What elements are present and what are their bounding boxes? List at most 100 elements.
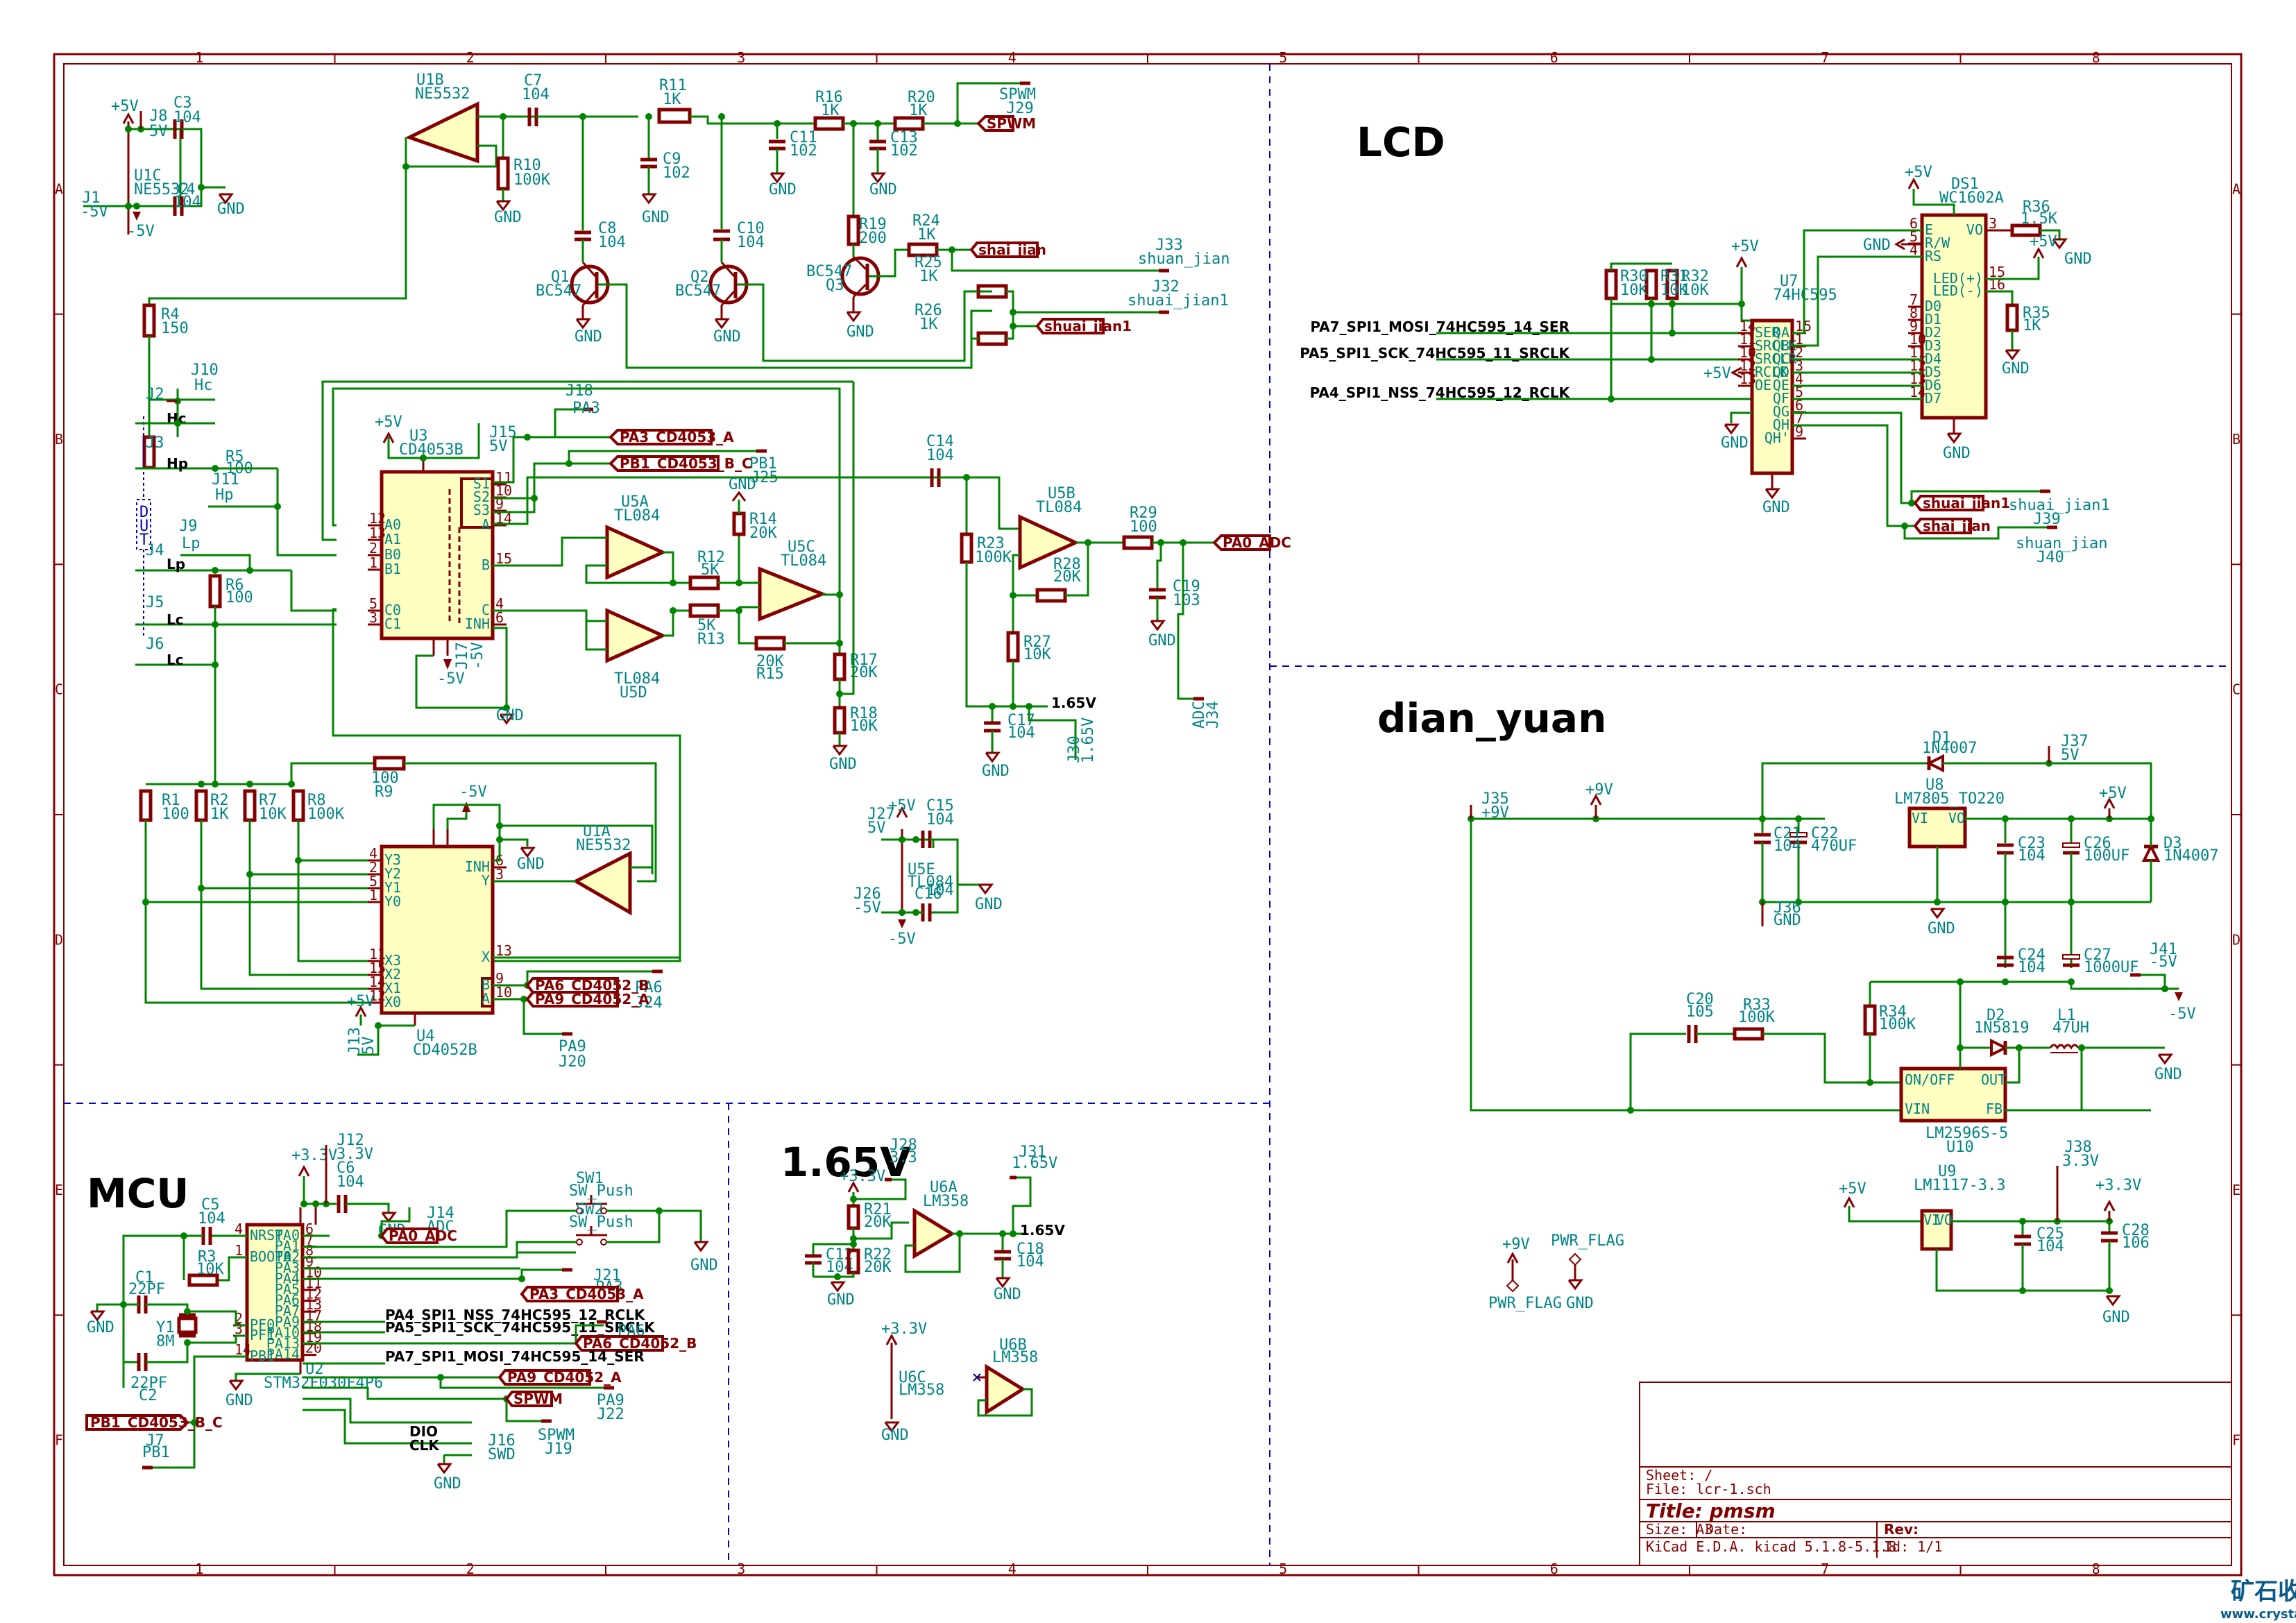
u1c-val: NE5532 <box>134 181 189 198</box>
ic-pin-number: 2 <box>369 540 377 556</box>
j4-ref: J4 <box>146 542 164 559</box>
ic-pin-number: 7 <box>1910 291 1918 308</box>
gnd-r22: GND <box>827 1291 855 1309</box>
r3-val: 10K <box>196 1261 224 1278</box>
r24-val: 1K <box>917 226 936 244</box>
global-label-shai-jian-lcd[interactable]: shai_jian <box>1913 518 1991 534</box>
u5b-val: TL084 <box>1036 499 1082 516</box>
global-label-pa6-cd4052-b-mcu[interactable]: PA6_CD4052_B <box>574 1335 697 1352</box>
r17-ref: R17 <box>850 652 878 669</box>
ic-pin-number: 1 <box>369 887 377 903</box>
ic-pin-number: 6 <box>1910 215 1918 232</box>
j16-val: SWD <box>488 1446 516 1463</box>
r28-ref: R28 <box>1053 556 1081 573</box>
ds1-p5v: +5V <box>1905 164 1932 181</box>
ic-pin-name: LED(-) <box>1933 282 1983 299</box>
j39-val: shuai_jian1 <box>2009 497 2110 514</box>
gnd-swd: GND <box>434 1475 461 1493</box>
r7-ref: R7 <box>259 792 278 809</box>
u5-amps: U5A TL084 R12 5K TL084 U5D 5K R13 U5C TL… <box>493 476 878 773</box>
c23-ref: C23 <box>2018 835 2046 852</box>
u5c-ref: U5C <box>788 538 815 556</box>
u6b-ref: U6B <box>999 1336 1027 1354</box>
ic-pin-name: B1 <box>384 561 401 577</box>
u8-val: LM7805_TO220 <box>1894 790 2005 808</box>
ic-pin-number: 11 <box>1740 331 1756 348</box>
ic-pin-number: 1 <box>1795 331 1803 348</box>
u9-p5v: +5V <box>1839 1180 1866 1198</box>
gnd-c17: GND <box>982 763 1010 780</box>
j22-val: PA9 <box>597 1392 624 1409</box>
j7-val: PB1 <box>142 1444 170 1461</box>
global-label-pa0-adc-1[interactable]: PA0_ADC <box>1212 534 1291 551</box>
ic-pin-name: BOOT0 <box>250 1248 291 1265</box>
u4-m5v: -5V <box>459 783 487 801</box>
global-label-spwm-mcu[interactable]: SPWM <box>504 1391 563 1407</box>
c4-val: 104 <box>173 194 201 211</box>
u5e-ref: U5E <box>908 861 935 878</box>
j18-ref: J18 <box>566 382 593 400</box>
r1-ref: R1 <box>162 792 180 809</box>
global-label-pb1-cd4053-b-c-mcu[interactable]: PB1_CD4053_B_C <box>85 1414 223 1431</box>
global-label-pa0-adc-2-text: PA0_ADC <box>389 1227 457 1244</box>
r16-val: 1K <box>821 102 840 119</box>
global-label-pa9-cd4052-a-mcu[interactable]: PA9_CD4052_A <box>498 1369 622 1386</box>
global-label-spwm-mcu-text: SPWM <box>513 1391 563 1407</box>
j40-val: shuan_jian <box>2016 535 2107 552</box>
r36-val: 1.5K <box>2021 210 2058 228</box>
ic-pin-number: 10 <box>1740 344 1756 361</box>
gnd-q1: GND <box>575 328 602 346</box>
global-label-pa3-cd4053-a-mcu[interactable]: PA3_CD4053_A <box>520 1286 644 1302</box>
row-label-left: F <box>55 1432 63 1449</box>
global-label-spwm[interactable]: SPWM <box>976 115 1036 132</box>
column-label-top: 8 <box>2092 49 2100 66</box>
global-label-shai-jian[interactable]: shai_jian <box>969 241 1046 258</box>
u3-ref: U3 <box>409 427 428 445</box>
ic-pin-name: Y <box>482 872 490 889</box>
gnd-xtal: GND <box>87 1319 114 1336</box>
global-label-pa9-cd4052-a-mcu-text: PA9_CD4052_A <box>507 1369 622 1386</box>
ic-pin-name: D3 <box>1925 337 1941 354</box>
u1c-ref: U1C <box>134 167 162 185</box>
d2-val: 1N5819 <box>1974 1019 2029 1037</box>
ic-pin-number: 14 <box>235 1341 251 1358</box>
led-p5v: +5V <box>2030 233 2057 250</box>
ic-pin-name: D1 <box>1925 311 1941 328</box>
range-resistors: 100 R9 R1 100 R2 1K R7 10K R8 100K <box>139 756 657 1004</box>
ic-pin-number: 4 <box>1910 241 1918 258</box>
u1c-p5v: +5V <box>111 98 139 115</box>
r36-ref: R36 <box>2023 198 2050 216</box>
gnd-r14: GND <box>729 476 756 493</box>
ic-pin-name: PB1 <box>250 1348 275 1364</box>
ic-pin-name: PA10 <box>266 1324 300 1341</box>
j34-ref: J34 <box>1205 701 1222 729</box>
c16-val: 104 <box>926 882 954 899</box>
row-label-left: A <box>55 180 63 197</box>
c13-val: 102 <box>890 142 918 160</box>
c19-ref: C19 <box>1173 578 1200 595</box>
net-lc: Lc <box>167 611 184 628</box>
r11-val: 1K <box>663 91 681 108</box>
ic-pin-name: Y2 <box>384 865 401 882</box>
global-label-pa3-cd4053-a[interactable]: PA3_CD4053_A <box>609 429 734 445</box>
global-label-pa9-cd4052-a[interactable]: PA9_CD4052_A <box>525 991 649 1008</box>
ic-pin-name: A <box>482 516 490 533</box>
global-label-pa0-adc-2[interactable]: PA0_ADC <box>380 1227 457 1244</box>
j26-val: -5V <box>853 899 881 917</box>
y1-val: 8M <box>156 1333 175 1350</box>
ic-pin-name: NRST <box>250 1227 283 1243</box>
global-label-shuai-jian1-lcd[interactable]: shuai_jian1 <box>1913 495 2010 511</box>
global-label-shuai-jian1[interactable]: shuai_jian1 <box>1035 318 1132 334</box>
j3-ref: J3 <box>146 434 164 452</box>
ic-pin-number: 1 <box>235 1242 243 1259</box>
flag-p9v: +9V <box>1502 1236 1530 1253</box>
ic-pin-name: C <box>482 602 490 618</box>
r6-val: 100 <box>226 589 253 606</box>
r23-ref: R23 <box>977 535 1005 552</box>
global-label-shuai-jian1-text: shuai_jian1 <box>1044 318 1132 334</box>
r13-ref: R13 <box>697 631 725 648</box>
ic-pin-number: 11 <box>305 1275 322 1291</box>
j32-val: shuai_jian1 <box>1128 292 1229 309</box>
u4-cd4052: U4 CD4052B Y34Y22Y15Y01X311X215X114X012I… <box>346 736 681 1071</box>
global-label-pb1-cd4053-b-c[interactable]: PB1_CD4053_B_C <box>609 455 752 472</box>
